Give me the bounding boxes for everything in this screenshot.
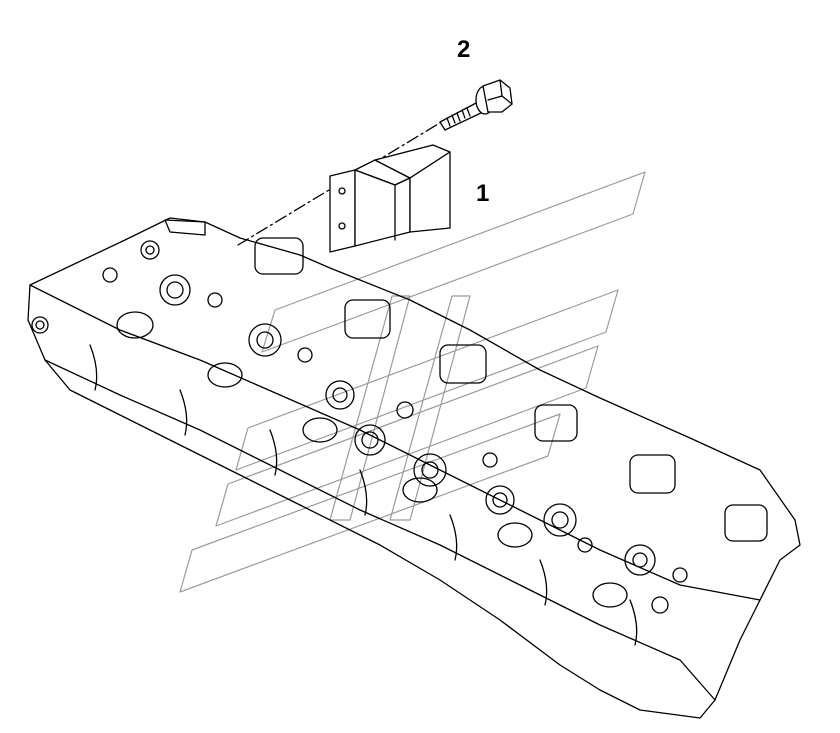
assembly-line — [237, 117, 449, 246]
callout-number-2: 2 — [457, 36, 471, 63]
flange-bolt — [439, 79, 513, 131]
callout-number-1: 1 — [476, 180, 490, 207]
cylinder-head — [27, 217, 801, 719]
bracket — [329, 144, 451, 253]
